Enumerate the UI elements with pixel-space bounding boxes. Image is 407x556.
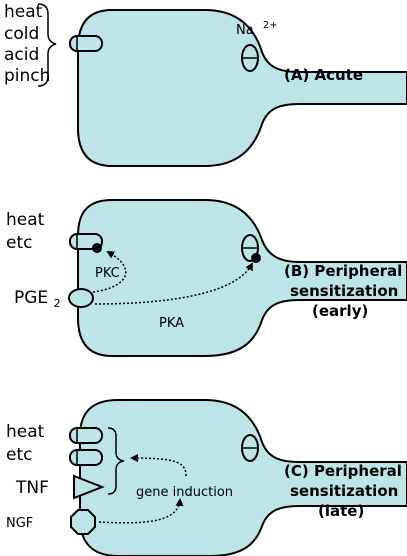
stimulus-brace-a bbox=[37, 3, 57, 87]
caption-b-line1: (B) Peripheral bbox=[284, 262, 402, 280]
caption-a: (A) Acute bbox=[284, 66, 363, 84]
tnf-label: TNF bbox=[15, 478, 49, 498]
phosphorylation-dot-receptor bbox=[92, 243, 102, 253]
stimulus-heat: heat bbox=[4, 2, 43, 22]
pge2-label: PGE 2 bbox=[14, 288, 61, 310]
receptor-channel-c2 bbox=[69, 449, 103, 466]
caption-b-line2: sensitization bbox=[290, 282, 398, 300]
stimulus-etc-c: etc bbox=[6, 445, 32, 465]
ion-charge: 2+ bbox=[263, 20, 278, 31]
pkc-label: PKC bbox=[95, 266, 120, 281]
pge2-receptor bbox=[68, 288, 94, 308]
stimulus-heat-b: heat bbox=[6, 210, 45, 230]
panel-a: heat cold acid pinch Na 2+ (A) Acute bbox=[4, 2, 407, 167]
receptor-channel-c1 bbox=[69, 427, 103, 444]
panel-c: heat etc TNF NGF gene induction (C) Peri… bbox=[6, 399, 407, 556]
stimulus-pinch: pinch bbox=[4, 66, 50, 86]
pkc-arrow bbox=[92, 251, 127, 293]
cell-body-a bbox=[77, 9, 407, 167]
caption-c-line2: sensitization bbox=[290, 482, 398, 500]
stimulus-acid: acid bbox=[4, 45, 39, 65]
ion-base: Na bbox=[236, 23, 254, 38]
caption-c-line1: (C) Peripheral bbox=[284, 462, 402, 480]
gene-induction-label: gene induction bbox=[136, 485, 233, 500]
channel-bracket-c bbox=[107, 427, 125, 495]
ngf-to-gene-arrow bbox=[98, 498, 184, 524]
caption-b-line3: (early) bbox=[312, 302, 368, 320]
receptor-channel-a bbox=[69, 35, 103, 52]
panel-b: heat etc PKC PGE 2 PKA (B) Peripheral se… bbox=[6, 199, 407, 357]
cell-body-c bbox=[79, 399, 407, 556]
ngf-receptor-octagon bbox=[70, 509, 96, 535]
pka-label: PKA bbox=[159, 316, 184, 331]
phosphorylation-dot-channel bbox=[251, 253, 261, 263]
stimulus-heat-c: heat bbox=[6, 422, 45, 442]
pka-arrow bbox=[94, 262, 253, 305]
pge2-sub: 2 bbox=[54, 297, 61, 310]
caption-c-line3: (late) bbox=[318, 502, 364, 520]
pge2-base: PGE bbox=[14, 288, 48, 308]
stimulus-etc-b: etc bbox=[6, 233, 32, 253]
stimulus-cold: cold bbox=[4, 24, 39, 44]
cell-body-b bbox=[77, 199, 407, 357]
tnf-receptor-triangle bbox=[73, 474, 105, 500]
ngf-label: NGF bbox=[6, 516, 33, 531]
ion-label: Na 2+ bbox=[236, 20, 278, 38]
